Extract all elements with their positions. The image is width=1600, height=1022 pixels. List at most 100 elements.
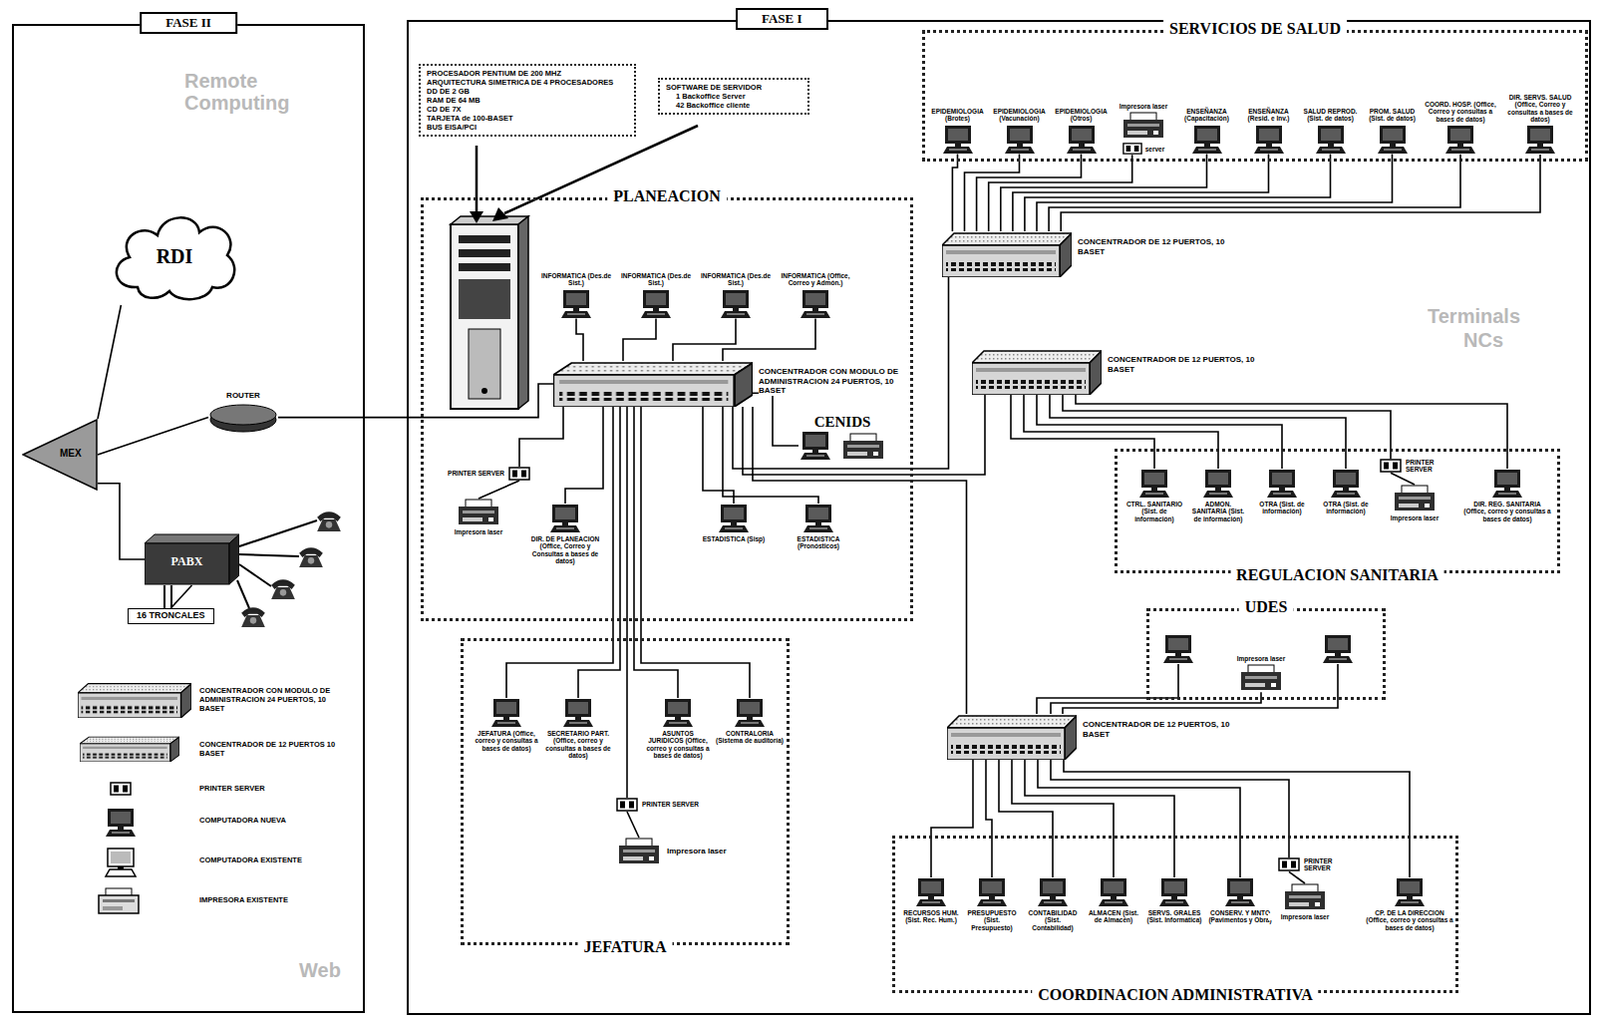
computer-label: EPIDEMIOLOGIA (Vacunación) (988, 107, 1050, 123)
router-icon (208, 402, 279, 433)
network-cable (170, 585, 192, 609)
printer-icon (1281, 883, 1328, 912)
network-cable (1049, 394, 1346, 469)
printer-server-icon-shape (1123, 143, 1142, 154)
computer: PRESUPUESTO (Sist. Presupuesto) (962, 877, 1021, 932)
printer-icon-shape (458, 499, 499, 525)
mex-label: MEX (59, 448, 82, 459)
phase-panel: FASE IPROCESADOR PENTIUM DE 200 MHZARQUI… (406, 19, 1592, 1015)
computer-icon (1443, 124, 1478, 155)
printer-server-icon-shape (1380, 459, 1401, 472)
computer-label: OTRA (Sist. de información) (1252, 500, 1312, 516)
laser-printer: Impresora laser (438, 498, 519, 536)
network-cable (565, 406, 604, 504)
printer-server-label: PRINTER SERVER (1405, 458, 1460, 474)
computer-icon (559, 289, 594, 320)
printer-icon-shape (843, 433, 884, 459)
computer-icon-shape (1139, 469, 1170, 498)
network-cable (576, 319, 584, 362)
computer-icon-shape (1066, 125, 1097, 154)
cenids-station: CENIDS (787, 412, 898, 461)
computer-icon-shape (734, 698, 765, 727)
cloud-outline (116, 217, 235, 300)
printer-server-label: PRINTER SERVER (447, 469, 505, 477)
network-cable (1011, 759, 1114, 878)
computer: SERVS. GRALES (Sist. Informática) (1145, 877, 1204, 925)
network-cable (1036, 154, 1393, 233)
computer-icon (1328, 468, 1363, 499)
network-cable (1024, 759, 1175, 878)
outline (460, 638, 790, 946)
network-cable (998, 759, 1053, 878)
printer-server: PRINTER SERVER (1278, 857, 1358, 873)
hub-label: CONCENTRADOR DE 12 PUERTOS, 10 BASET (1077, 237, 1232, 257)
computer-label: INFORMATICA (Des.de Sist.) (618, 272, 694, 288)
router-top (210, 404, 277, 425)
watermark-label: Remote Computing (184, 69, 354, 114)
computer-icon-shape (640, 290, 671, 319)
network-cable (1390, 472, 1415, 485)
computer-icon-shape (718, 504, 749, 533)
computer-icon (660, 697, 695, 728)
computer-icon (1322, 635, 1353, 663)
network-cable (1037, 759, 1241, 878)
network-cable (97, 305, 121, 419)
phase-panel: FASE IIRDIROUTERMEXPABX16 TRONCALES (11, 23, 365, 1013)
printer-server-icon (1379, 458, 1402, 473)
network-cable (1050, 691, 1262, 714)
box-line: TARJETA de 100-BASET (426, 113, 629, 123)
telephone (317, 511, 341, 532)
network-cable (97, 417, 209, 455)
network-cable (964, 154, 1020, 233)
computer-label: ALMACEN (Sist. de Almacén) (1084, 909, 1143, 925)
legend-label: COMPUTADORA NUEVA (199, 815, 349, 825)
computer-icon-shape (1225, 878, 1256, 907)
computer-icon (941, 124, 975, 155)
computer-label: CONTRALORIA (Sistema de auditoría) (715, 729, 784, 745)
department-group: UDESImpresora laser (1146, 608, 1386, 700)
computer: INFORMATICA (Office, Correo y Admón.) (777, 272, 854, 320)
network-cable (1036, 394, 1282, 469)
printer-icon-shape (619, 838, 659, 864)
computer-icon-shape (491, 698, 522, 727)
computer-icon (974, 877, 1009, 908)
box-line: ARQUITECTURA SIMETRICA DE 4 PROCESADORES (426, 77, 629, 87)
hub-12-ports: CONCENTRADOR DE 12 PUERTOS, 10 BASET (971, 348, 1262, 395)
printer-server-icon (1122, 142, 1143, 155)
network-cable (1023, 394, 1219, 469)
network-cable (519, 406, 564, 467)
outline (420, 197, 914, 622)
computer-icon-shape (1037, 878, 1068, 907)
network-cable (752, 406, 967, 714)
udes-wires (1036, 663, 1338, 714)
network-cable (1288, 871, 1305, 884)
department-group: REGULACION SANITARIACTRL. SANITARIO (Sis… (1114, 448, 1561, 574)
computer: SALUD REPROD. (Sist. de datos) (1299, 107, 1361, 155)
printer-server-label: PRINTER SERVER (1303, 857, 1358, 873)
printer-icon-shape (1284, 884, 1325, 910)
computer-icon-shape (1203, 469, 1234, 498)
computer-icon-shape (916, 878, 947, 907)
watermark-label: Terminals (1427, 305, 1568, 327)
hub-icon (942, 231, 1072, 278)
watermark-label: NCs (1463, 328, 1544, 351)
group-title: PLANEACION (607, 186, 727, 206)
computer-icon (1392, 877, 1427, 908)
group-title: SERVICIOS DE SALUD (1163, 18, 1347, 38)
department-group: JEFATURAJEFATURA (Office, correo y consu… (460, 638, 790, 946)
computer: ESTADISTICA (Pronósticos) (782, 503, 855, 551)
computer-label: CONSERV. Y MNTO (Pavimentos y Obra) (1208, 909, 1273, 925)
computer: CONSERV. Y MNTO (Pavimentos y Obra) (1208, 877, 1273, 925)
computer-label: COORD. HOSP. (Office, Correo y consultas… (1423, 100, 1498, 123)
computer: CONTABILIDAD (Sist. Contabilidad) (1023, 877, 1082, 932)
computer-icon (1201, 468, 1236, 499)
computer-icon (1002, 124, 1037, 155)
computer-icon (798, 430, 833, 461)
box-line: PROCESADOR PENTIUM DE 200 MHZ (426, 68, 629, 78)
telephone (299, 547, 323, 568)
network-cable (478, 480, 520, 499)
computer-label: CP. DE LA DIRECCION (Office, correo y co… (1365, 909, 1454, 932)
computer-icon-shape (1004, 125, 1035, 154)
computer-label: INFORMATICA (Office, Correo y Admón.) (777, 272, 854, 288)
